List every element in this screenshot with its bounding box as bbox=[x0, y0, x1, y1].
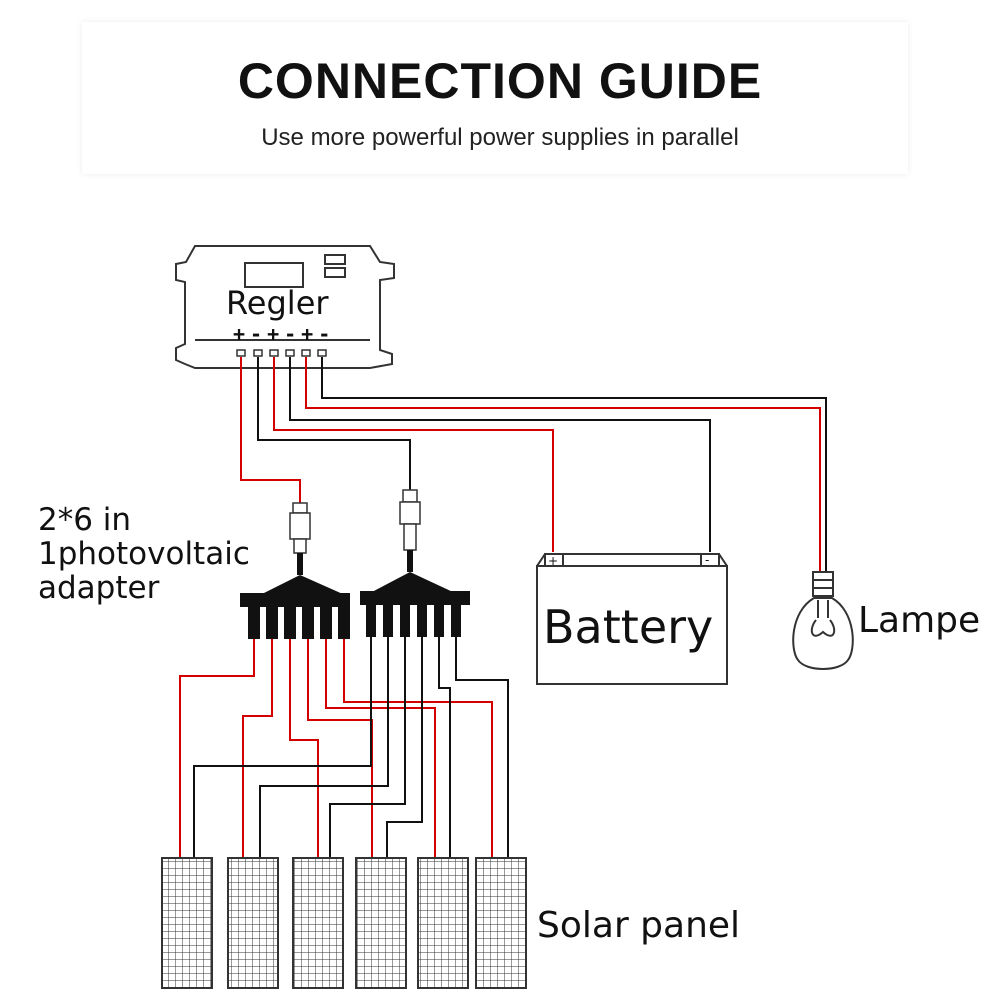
svg-text:-: - bbox=[705, 553, 709, 567]
battery-icon: + - bbox=[536, 553, 728, 685]
adapter-label-line-1: 2*6 in bbox=[38, 502, 132, 538]
adapter-label-line-2: 1photovoltaic bbox=[38, 536, 250, 572]
battery-positive-wire bbox=[273, 357, 554, 552]
page-subtitle: Use more powerful power supplies in para… bbox=[261, 124, 739, 151]
controller-terminals bbox=[236, 349, 327, 357]
adapter-label-line-3: adapter bbox=[38, 570, 160, 606]
branch-adapter-positive bbox=[240, 553, 350, 639]
solar-negative-wire bbox=[257, 357, 411, 490]
controller-wires bbox=[240, 357, 827, 572]
page-title: CONNECTION GUIDE bbox=[237, 53, 763, 109]
panel-wiring bbox=[179, 637, 509, 858]
connector-icon bbox=[289, 489, 421, 554]
battery-negative-wire bbox=[289, 357, 711, 552]
lightbulb-icon bbox=[792, 571, 854, 670]
solar-positive-wire bbox=[240, 357, 301, 503]
lamp-label: Lampe bbox=[858, 600, 981, 641]
solar-panel-label: Solar panel bbox=[537, 905, 741, 946]
load-negative-wire bbox=[321, 357, 827, 572]
svg-text:+: + bbox=[548, 554, 558, 568]
controller-label: Regler bbox=[226, 284, 329, 322]
controller-icon bbox=[175, 245, 395, 369]
branch-adapter-negative bbox=[360, 550, 470, 637]
solar-panel-icon bbox=[161, 857, 527, 989]
title-card bbox=[82, 22, 908, 174]
load-positive-wire bbox=[305, 357, 821, 572]
controller-polarity-label: +-+-+- bbox=[233, 322, 336, 346]
battery-label: Battery bbox=[543, 600, 714, 654]
adapter-label: 2*6 in 1photovoltaic adapter bbox=[38, 503, 250, 605]
